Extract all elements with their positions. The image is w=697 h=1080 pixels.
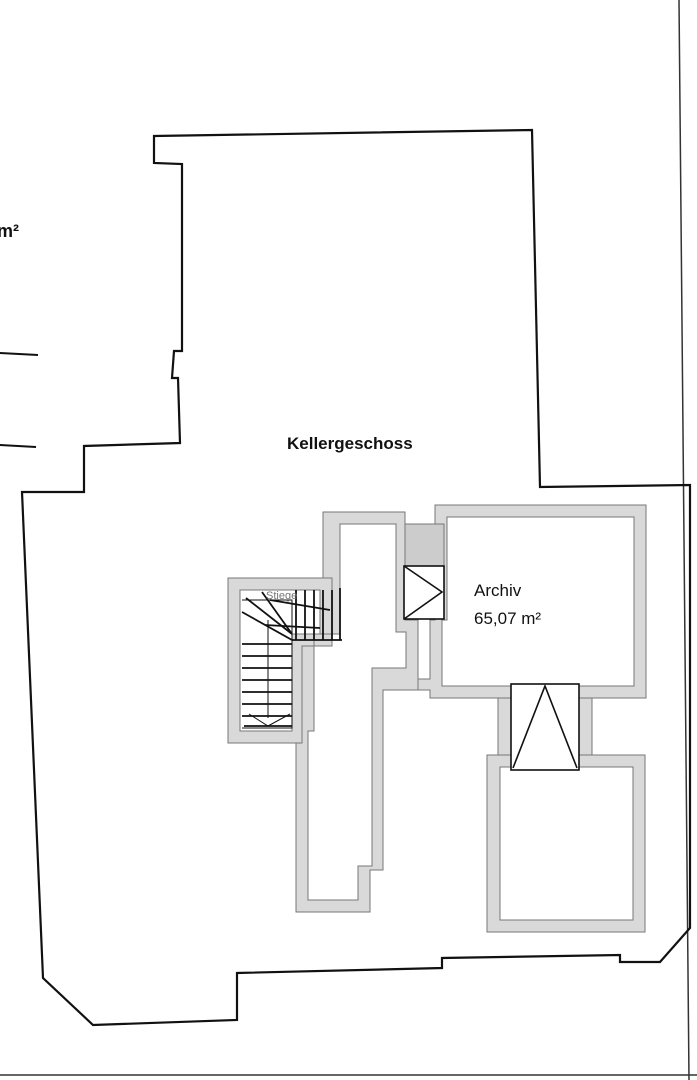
adjacent-area-unit: m² bbox=[0, 221, 19, 241]
stair-well-wall bbox=[227, 577, 333, 744]
floor-title: Kellergeschoss bbox=[287, 434, 413, 453]
corridor-wall bbox=[295, 511, 431, 913]
door-swing-upper bbox=[403, 565, 444, 620]
door-opening-upper bbox=[403, 565, 445, 620]
door-opening-lower bbox=[510, 683, 580, 771]
door-swing-lower bbox=[512, 683, 578, 769]
basement-outline bbox=[20, 128, 692, 1027]
room-area-archiv: 65,07 m² bbox=[474, 609, 542, 628]
stair-label: Stiege bbox=[266, 590, 298, 602]
archive-room-wall bbox=[417, 504, 647, 699]
openings bbox=[403, 523, 580, 771]
room-name-archiv: Archiv bbox=[474, 581, 522, 600]
adjacent-plan-lines bbox=[0, 352, 39, 448]
staircase bbox=[241, 588, 342, 729]
lower-room-wall bbox=[486, 754, 646, 933]
shaft-top bbox=[404, 523, 445, 567]
